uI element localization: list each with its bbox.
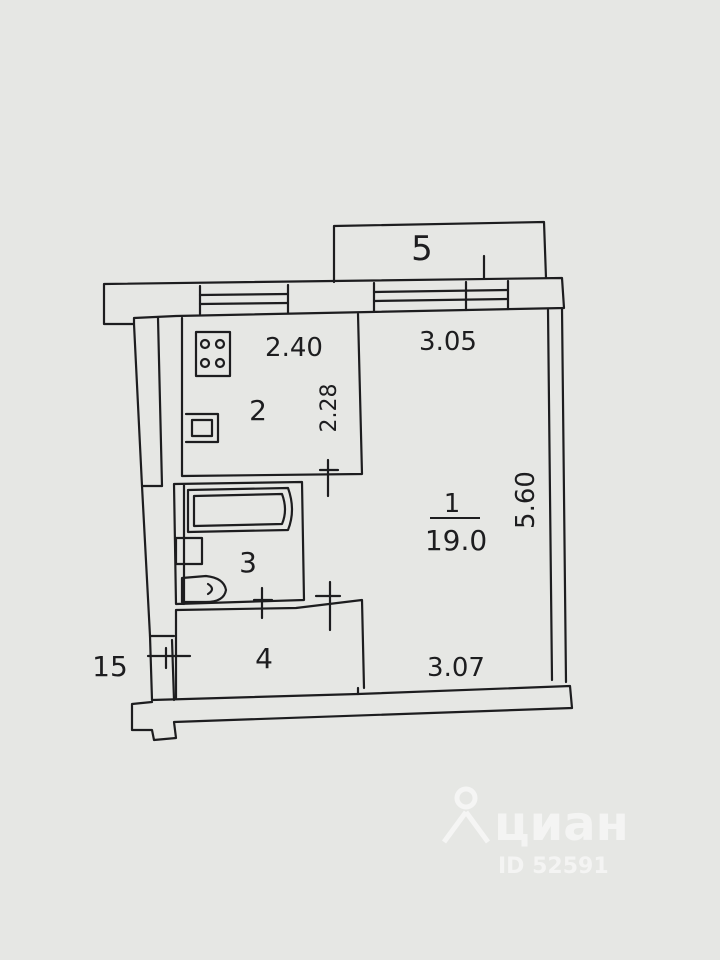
room-area: 19.0 [425, 524, 487, 557]
location-pin-icon [441, 786, 491, 844]
stove-icon [194, 330, 232, 378]
watermark-brand: циан [494, 796, 629, 852]
balcony-number: 5 [411, 229, 433, 269]
kitchen-width-dim: 2.40 [265, 333, 323, 363]
room-length-dim: 5.60 [511, 471, 541, 529]
bathtub-icon [186, 486, 294, 534]
balcony-outline [332, 220, 548, 284]
exterior-wall-left [132, 316, 176, 702]
window-room [372, 279, 510, 313]
kitchen-sink-icon [184, 412, 220, 444]
kitchen-depth-dim: 2.28 [317, 384, 342, 433]
washbasin-icon [174, 536, 204, 566]
kitchen-walls [180, 312, 364, 478]
toilet-icon [180, 574, 228, 604]
room-width-top-dim: 3.05 [419, 327, 477, 357]
bathroom-number: 3 [239, 546, 257, 579]
hall-number: 4 [255, 642, 273, 675]
exterior-wall-top [102, 276, 566, 326]
room-width-bottom-dim: 3.07 [427, 653, 485, 683]
room-number: 1 [444, 489, 461, 519]
exterior-wall-bottom [130, 684, 574, 742]
kitchen-number: 2 [249, 394, 267, 427]
exterior-wall-right [546, 306, 568, 684]
window-kitchen [198, 283, 290, 316]
watermark-id: ID 52591 [498, 854, 609, 879]
side-dimension: 15 [92, 650, 128, 683]
